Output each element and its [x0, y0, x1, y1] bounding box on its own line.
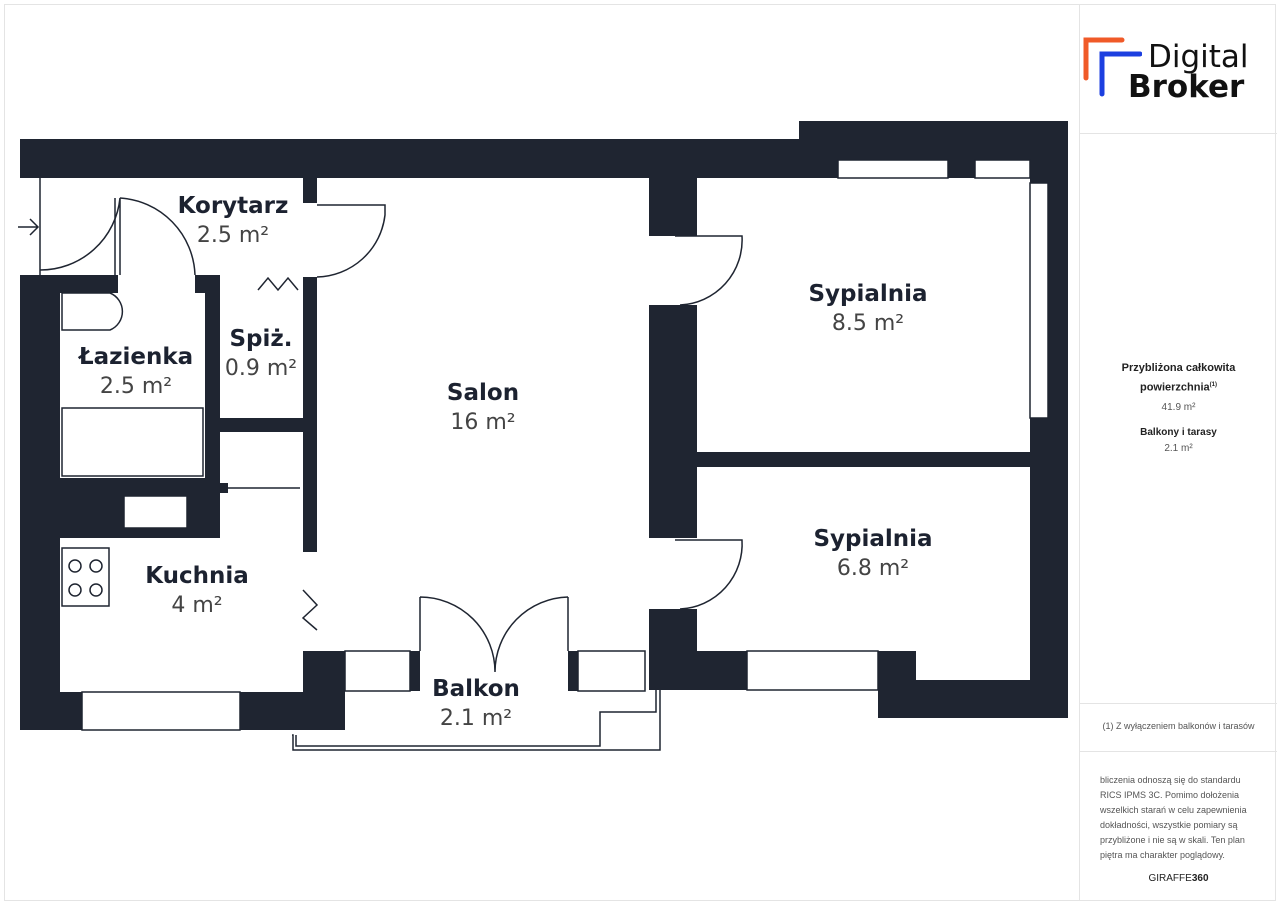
- footnote: (1) Z wyłączeniem balkonów i tarasów: [1080, 704, 1277, 752]
- page-frame: [4, 4, 1276, 901]
- floor-plan: [18, 121, 1068, 751]
- brand-logo: Digital Broker: [1080, 4, 1277, 134]
- area-summary: Przybliżona całkowita powierzchnia(1) 41…: [1080, 134, 1277, 704]
- info-sidebar: Digital Broker Przybliżona całkowita pow…: [1079, 4, 1277, 901]
- giraffe360-credit: GIRAFFE360: [1148, 873, 1209, 884]
- logo-mark-icon: [1083, 37, 1142, 97]
- room-spizarnia: Spiż.0.9 m²: [224, 326, 298, 381]
- disclaimer: bliczenia odnoszą się do standardu RICS …: [1100, 775, 1247, 860]
